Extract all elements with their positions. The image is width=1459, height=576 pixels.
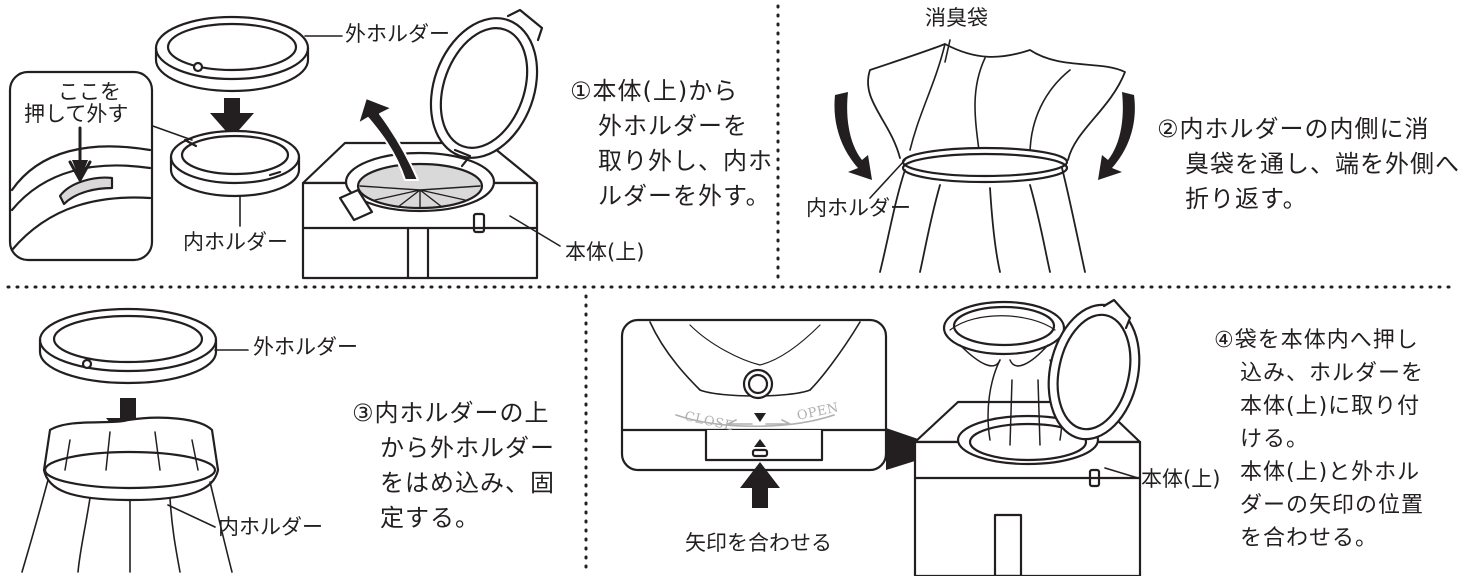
step-1-text: ①本体(上)から 外ホルダーを 取り外し、内ホ ルダーを外す。 (570, 74, 773, 214)
step-2-text: ②内ホルダーの内側に消 臭袋を通し、端を外側へ 折り返す。 (1157, 112, 1459, 217)
step-4-line: ダーの矢印の位置 (1240, 493, 1425, 518)
leader-body-top-4 (1104, 467, 1139, 479)
label-press-here-1: ここを (58, 80, 121, 104)
step-4-text: ④袋を本体内へ押し 込み、ホルダーを 本体(上)に取り付 ける。 本体(上)と外… (1214, 324, 1424, 555)
direction-triangle-icon (754, 413, 766, 422)
step-2-line: ②内ホルダーの内側に消 (1157, 115, 1430, 143)
curved-arrow-icon (834, 92, 872, 180)
up-arrow-icon (740, 462, 780, 508)
step-4-line: 込み、ホルダーを (1240, 361, 1425, 386)
step-3-text: ③内ホルダーの上 から外ホルダー をはめ込み、固 定する。 (352, 396, 555, 536)
bin-body-top (301, 141, 539, 280)
bag-lower-folds (879, 167, 1086, 273)
label-press-here-2: 押して外す (24, 102, 129, 126)
step-3-line: から外ホルダー (380, 434, 555, 462)
zoom-callout-box (620, 318, 888, 472)
down-arrow-icon (210, 98, 254, 138)
bin-lid-open-4 (1047, 298, 1141, 441)
label-inner-holder-3: 内ホルダー (218, 515, 323, 539)
step-4-line: 本体(上)に取り付 (1240, 394, 1421, 419)
step-4-line: ④袋を本体内へ押し (1214, 328, 1419, 353)
panel-1-illustration (8, 8, 561, 280)
curved-arrow-icon (1098, 92, 1135, 180)
outer-holder-ring (154, 15, 310, 93)
step-4-line: ける。 (1240, 427, 1310, 452)
step-4-line: 本体(上)と外ホル (1240, 460, 1421, 485)
panel-2-illustration (834, 39, 1135, 273)
bag-upper-flaps (867, 43, 1126, 161)
label-align-arrows: 矢印を合わせる (685, 531, 832, 555)
step-2-line: 臭袋を通し、端を外側へ (1185, 150, 1459, 178)
label-outer-holder-3: 外ホルダー (253, 335, 358, 359)
inner-holder-ring (169, 129, 301, 198)
step-1-line: 外ホルダーを (598, 112, 748, 140)
label-inner-holder-2: 内ホルダー (806, 196, 911, 220)
outer-holder-ring-3 (38, 307, 218, 385)
label-body-top-4: 本体(上) (1141, 467, 1221, 491)
label-outer-holder: 外ホルダー (345, 22, 450, 46)
leader-deodorant-bag (944, 39, 951, 63)
curved-arrow-icon (357, 97, 419, 181)
step-3-line: 定する。 (380, 504, 480, 532)
step-1-line: 取り外し、内ホ (598, 147, 773, 175)
step-1-line: ルダーを外す。 (598, 182, 771, 210)
leader-body-top (509, 215, 561, 247)
section-dividers (6, 4, 1454, 574)
panel-3-illustration (21, 307, 249, 573)
direction-triangle-icon (754, 439, 766, 447)
step-1-line: ①本体(上)から (570, 77, 739, 105)
panel-4-illustration (620, 298, 1142, 576)
step-4-line: を合わせる。 (1240, 526, 1379, 551)
inner-holder-ring-2 (901, 146, 1069, 178)
step-3-line: をはめ込み、固 (380, 469, 555, 497)
bag-folded-over-holder (21, 416, 233, 573)
label-body-top: 本体(上) (565, 240, 645, 264)
label-inner-holder: 内ホルダー (183, 230, 288, 254)
step-2-line: 折り返す。 (1185, 185, 1308, 213)
leader-inner-holder-2 (869, 159, 906, 199)
bin-lid-open (429, 8, 544, 168)
label-deodorant-bag: 消臭袋 (925, 6, 988, 30)
step-3-line: ③内ホルダーの上 (352, 399, 550, 427)
leader-callout (149, 124, 193, 141)
bin-body-with-bag (913, 300, 1142, 576)
leader-inner-holder-3 (167, 504, 216, 528)
press-callout-box (8, 70, 154, 262)
